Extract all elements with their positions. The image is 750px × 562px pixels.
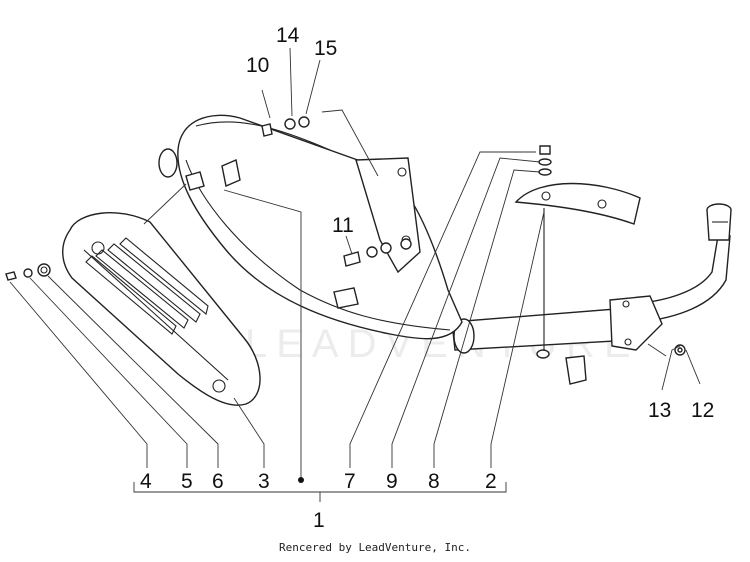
callout-8: 8 bbox=[428, 470, 440, 493]
callout-1: 1 bbox=[313, 509, 325, 532]
callout-12: 12 bbox=[691, 399, 714, 422]
callout-2: 2 bbox=[485, 470, 497, 493]
callout-9: 9 bbox=[386, 470, 398, 493]
muffler-heat-shield bbox=[62, 212, 261, 406]
callout-7: 7 bbox=[344, 470, 356, 493]
callout-15: 15 bbox=[314, 37, 337, 60]
callout-13: 13 bbox=[648, 399, 671, 422]
callout-14: 14 bbox=[276, 24, 300, 47]
callout-11: 11 bbox=[332, 214, 354, 237]
callout-6: 6 bbox=[212, 470, 224, 493]
render-credit: Rencered by LeadVenture, Inc. bbox=[278, 541, 472, 554]
callout-labels: 1 2 3 4 5 6 7 8 9 10 11 12 13 14 15 bbox=[140, 24, 714, 532]
exhaust-pipe bbox=[451, 203, 732, 385]
callout-10: 10 bbox=[246, 54, 269, 77]
fasteners bbox=[5, 116, 686, 356]
muffler-body bbox=[158, 114, 463, 340]
callout-3: 3 bbox=[258, 470, 270, 493]
leader-lines bbox=[9, 47, 701, 480]
shield-vent-slots bbox=[85, 237, 209, 335]
pipe-bracket bbox=[514, 182, 641, 359]
callout-4: 4 bbox=[140, 470, 152, 493]
callout-5: 5 bbox=[181, 470, 193, 493]
assembly-bracket bbox=[133, 477, 507, 502]
